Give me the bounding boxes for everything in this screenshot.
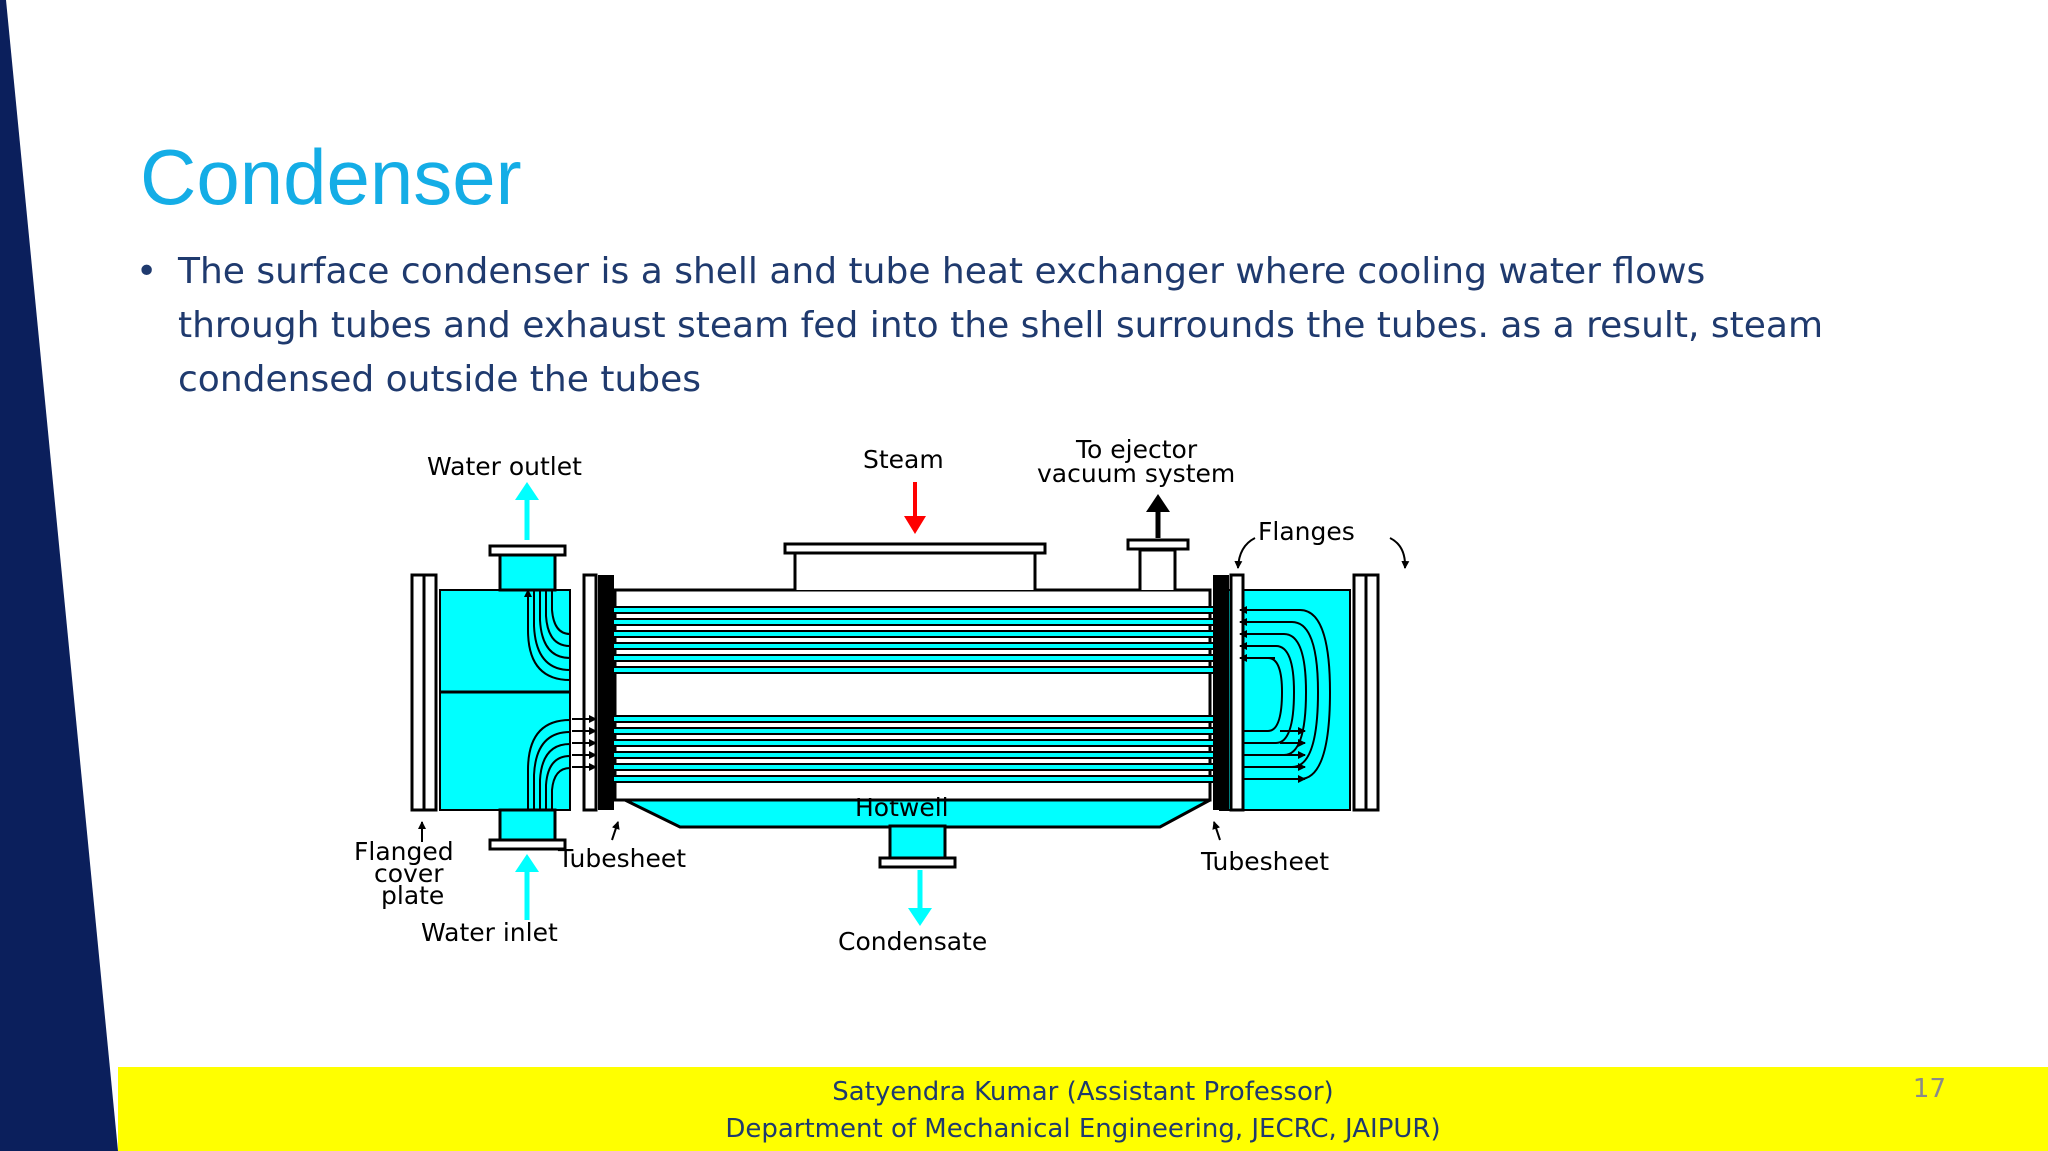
- flange-left-tubesheet: [582, 573, 598, 812]
- tubesheet-right: [1213, 575, 1229, 810]
- condensate-outlet-flange: [878, 856, 957, 869]
- flange-left-inner: [422, 573, 438, 812]
- slide-sidebar-stripe: [0, 0, 118, 1151]
- slide-title: Condenser: [140, 133, 522, 221]
- steam-inlet-dome: [793, 550, 1037, 590]
- flanged-cover-plate-left: [410, 573, 426, 812]
- label-ejector-line1: To ejector: [1075, 435, 1198, 464]
- steam-inlet-arrow: [904, 482, 926, 534]
- water-outlet-flange: [488, 544, 567, 557]
- ejector-outlet-arrow: [1146, 494, 1170, 538]
- footer-author: Satyendra Kumar (Assistant Professor): [832, 1077, 1334, 1107]
- condenser-diagram: Water outlet Steam To ejector vacuum sys…: [354, 435, 1410, 956]
- label-steam: Steam: [863, 445, 944, 474]
- water-inlet-arrow: [515, 854, 539, 920]
- label-tubesheet-right: Tubesheet: [1200, 847, 1329, 876]
- flanged-cover-plate-right: [1364, 573, 1380, 812]
- ejector-nozzle-flange: [1126, 538, 1190, 551]
- ejector-nozzle: [1138, 548, 1177, 590]
- condensate-outlet-arrow: [908, 870, 932, 926]
- label-water-inlet: Water inlet: [421, 918, 558, 947]
- water-outlet-nozzle: [498, 553, 557, 592]
- label-water-outlet: Water outlet: [427, 452, 582, 481]
- label-flanged-line1: Flanged: [354, 837, 454, 866]
- flow-arrows-into-tubes: [572, 715, 597, 771]
- slide-number: 17: [1912, 1074, 1946, 1104]
- bullet-marker: •: [136, 251, 158, 292]
- footer-band: Satyendra Kumar (Assistant Professor) De…: [118, 1067, 2048, 1151]
- label-tubesheet-left: Tubesheet: [557, 844, 686, 873]
- tubesheet-left: [598, 575, 614, 810]
- label-pointer-arrows: [418, 537, 1410, 842]
- bullet-text: The surface condenser is a shell and tub…: [178, 251, 1824, 400]
- bullet-item: • The surface condenser is a shell and t…: [136, 245, 1856, 407]
- condensate-outlet-pipe: [888, 824, 947, 860]
- label-flanges: Flanges: [1258, 517, 1355, 546]
- label-flanged-line3: plate: [381, 881, 444, 910]
- water-inlet-flange: [488, 838, 567, 851]
- label-condensate: Condensate: [838, 927, 987, 956]
- water-outlet-arrow: [515, 482, 539, 540]
- label-flanged-line2: cover: [374, 859, 444, 888]
- label-ejector-line2: vacuum system: [1037, 459, 1235, 488]
- flow-lines-left: [527, 590, 571, 810]
- steam-dome-flange: [783, 542, 1047, 555]
- water-inlet-nozzle: [498, 808, 557, 842]
- flow-lines-right: [1243, 609, 1332, 780]
- flange-right-inner: [1352, 573, 1368, 812]
- flow-arrows-right: [1239, 606, 1306, 783]
- hotwell-basin: [624, 798, 1211, 829]
- footer-department: Department of Mechanical Engineering, JE…: [725, 1114, 1441, 1144]
- left-water-box: [439, 589, 571, 811]
- label-hotwell: Hotwell: [855, 793, 949, 822]
